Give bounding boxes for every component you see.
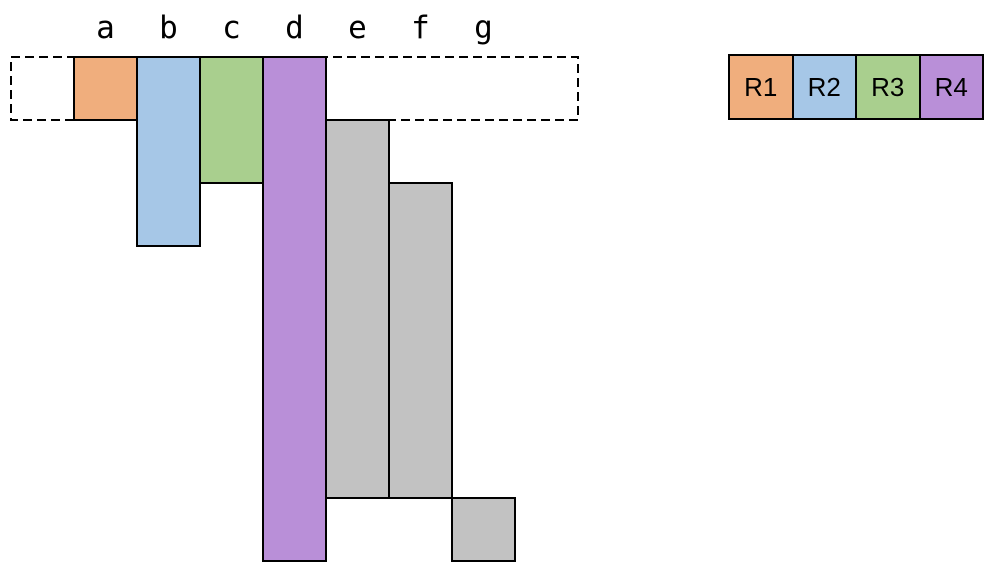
task-label-b: b xyxy=(159,9,178,46)
task-label-e: e xyxy=(348,9,367,46)
task-label-f: f xyxy=(411,9,430,46)
legend-label-r4: R4 xyxy=(934,71,968,102)
task-block-d xyxy=(262,56,327,562)
legend-cell-r4: R4 xyxy=(918,54,984,120)
task-block-a xyxy=(73,56,138,121)
task-label-g: g xyxy=(474,9,493,46)
legend-label-r3: R3 xyxy=(871,71,905,102)
task-block-c xyxy=(199,56,264,184)
task-block-g xyxy=(451,497,516,562)
task-label-c: c xyxy=(222,9,241,46)
task-label-d: d xyxy=(285,9,304,46)
task-block-f xyxy=(388,182,453,499)
legend-label-r1: R1 xyxy=(744,71,778,102)
task-block-e xyxy=(325,119,390,499)
legend-label-r2: R2 xyxy=(807,71,841,102)
task-block-b xyxy=(136,56,201,247)
legend-cell-r2: R2 xyxy=(791,54,857,120)
legend-cell-r3: R3 xyxy=(855,54,921,120)
legend-cell-r1: R1 xyxy=(728,54,794,120)
task-label-a: a xyxy=(96,9,115,46)
